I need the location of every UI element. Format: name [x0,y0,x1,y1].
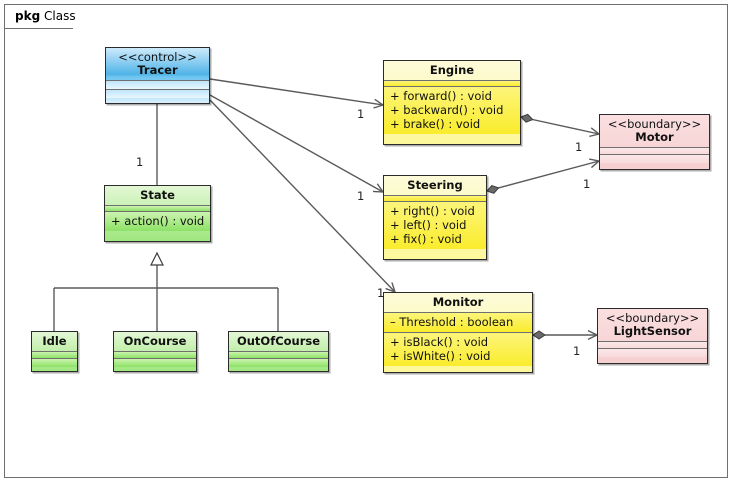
package-frame-tab: pkg Class [4,4,86,29]
class-operations-monitor: + isBlack() : void + isWhite() : void [384,332,532,366]
class-name-outofcourse: OutOfCourse [236,334,321,348]
operation-item: + isBlack() : void [390,335,489,349]
multiplicity-monitor-lightsensor: 1 [573,344,581,358]
class-box-tracer[interactable]: <<control>> Tracer [105,47,210,104]
class-header-oncourse: OnCourse [114,332,196,351]
class-box-oncourse[interactable]: OnCourse [113,331,197,372]
class-header-lightsensor: <<boundary>> LightSensor [598,309,707,341]
class-operations-lightsensor [598,348,707,357]
class-attributes-outofcourse [229,351,328,358]
operation-item: + right() : void [390,204,475,218]
multiplicity-tracer-engine: 1 [357,107,365,121]
class-header-engine: Engine [384,61,520,80]
class-name-motor: Motor [635,130,674,144]
class-header-steering: Steering [384,176,486,195]
operation-item: + action() : void [111,214,205,228]
class-header-monitor: Monitor [384,293,532,312]
class-attributes-steering [384,195,486,201]
class-name-tracer: Tracer [137,63,178,77]
class-operations-motor [600,154,709,163]
class-attributes-motor [600,147,709,154]
class-operations-idle [32,358,77,367]
package-name: Class [44,9,76,23]
class-stereotype-tracer: <<control>> [118,50,197,64]
class-name-steering: Steering [407,178,463,192]
multiplicity-steering-motor: 1 [583,177,591,191]
multiplicity-engine-motor: 1 [575,140,583,154]
class-attributes-tracer [106,80,209,89]
class-name-idle: Idle [42,334,67,348]
operation-item: + isWhite() : void [390,349,491,363]
class-operations-state: + action() : void [105,211,210,231]
class-box-engine[interactable]: Engine + forward() : void + backward() :… [383,60,521,145]
operation-item: + left() : void [390,218,467,232]
operation-item: + backward() : void [390,103,504,117]
package-frame-tab-body [5,5,73,29]
class-header-outofcourse: OutOfCourse [229,332,328,351]
class-name-lightsensor: LightSensor [613,324,692,338]
class-attributes-state [105,205,210,211]
class-box-outofcourse[interactable]: OutOfCourse [228,331,329,372]
class-stereotype-motor: <<boundary>> [607,117,702,131]
package-keyword: pkg [15,9,41,23]
class-box-lightsensor[interactable]: <<boundary>> LightSensor [597,308,708,364]
class-operations-outofcourse [229,358,328,367]
multiplicity-tracer-state: 1 [136,155,144,169]
package-label: pkg Class [15,9,76,23]
class-operations-oncourse [114,358,196,367]
class-header-state: State [105,186,210,205]
class-box-steering[interactable]: Steering + right() : void + left() : voi… [383,175,487,260]
class-attributes-idle [32,351,77,358]
class-name-oncourse: OnCourse [123,334,187,348]
class-attributes-lightsensor [598,341,707,348]
class-box-state[interactable]: State + action() : void [104,185,211,242]
class-name-engine: Engine [429,63,475,77]
class-header-idle: Idle [32,332,77,351]
class-operations-tracer [106,89,209,98]
operation-item: + fix() : void [390,232,462,246]
class-attributes-engine [384,80,520,86]
multiplicity-tracer-monitor: 1 [377,286,385,300]
attribute-item: – Threshold : boolean [390,315,514,329]
operation-item: + brake() : void [390,117,481,131]
class-box-idle[interactable]: Idle [31,331,78,372]
class-header-tracer: <<control>> Tracer [106,48,209,80]
class-stereotype-lightsensor: <<boundary>> [605,311,700,325]
class-box-motor[interactable]: <<boundary>> Motor [599,114,710,170]
package-frame-tab-corner [73,5,86,29]
operation-item: + forward() : void [390,89,492,103]
package-frame [4,4,728,478]
class-box-monitor[interactable]: Monitor – Threshold : boolean + isBlack(… [383,292,533,373]
class-header-motor: <<boundary>> Motor [600,115,709,147]
class-operations-steering: + right() : void + left() : void + fix()… [384,201,486,249]
class-attributes-oncourse [114,351,196,358]
class-name-state: State [140,188,175,202]
multiplicity-tracer-steering: 1 [357,189,365,203]
class-name-monitor: Monitor [432,295,484,309]
class-operations-engine: + forward() : void + backward() : void +… [384,86,520,134]
class-attributes-monitor: – Threshold : boolean [384,312,532,332]
